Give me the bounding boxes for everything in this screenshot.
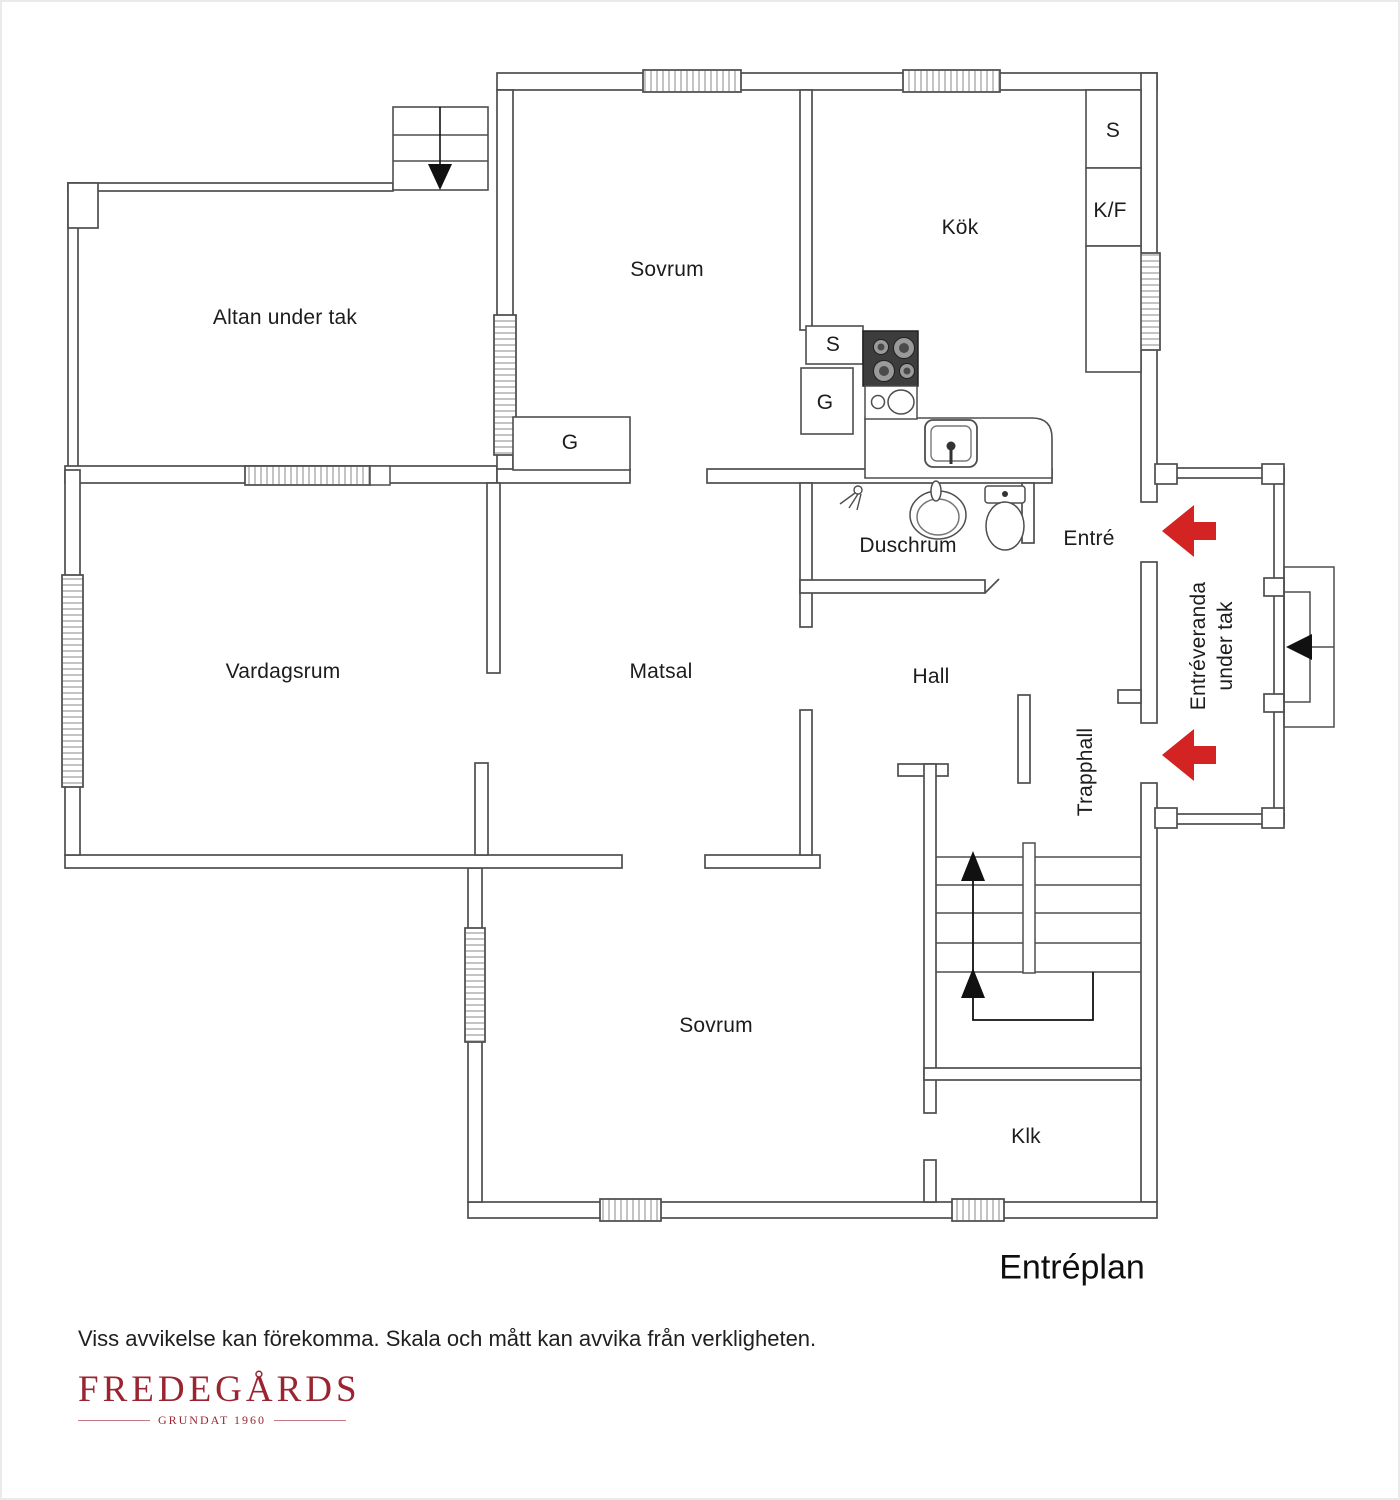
window: [1137, 252, 1161, 351]
label-s-cabinet: S: [1105, 119, 1121, 142]
entry-arrow-icon: [1162, 505, 1216, 557]
window: [902, 69, 1001, 93]
toilet-icon: [984, 485, 1026, 551]
window: [642, 69, 742, 93]
room-label-trapphall: Trapphall: [1074, 727, 1097, 817]
room-label-duschrum: Duschrum: [859, 534, 957, 557]
washbasin-icon: [909, 480, 967, 540]
window: [61, 574, 84, 788]
entry-arrows: [1162, 505, 1216, 781]
room-label-hall: Hall: [912, 665, 950, 688]
label-kf-cabinet: K/F: [1093, 199, 1127, 222]
logo-rule-left: [78, 1420, 150, 1421]
room-label-matsal: Matsal: [629, 660, 693, 683]
room-label-klk: Klk: [1011, 1125, 1041, 1148]
g-sovrum-box: [512, 416, 631, 471]
disclaimer-text: Viss avvikelse kan förekomma. Skala och …: [78, 1326, 817, 1351]
agency-logo-subtitle: GRUNDAT 1960: [157, 1413, 267, 1427]
stairs-up-arrow-icon: [961, 851, 985, 881]
steps-left-arrow-icon: [1286, 634, 1312, 660]
floor-title: Entréplan: [999, 1248, 1145, 1287]
stove-icon: [862, 330, 919, 387]
room-label-entre: Entré: [1063, 527, 1115, 550]
exterior-steps-east: [1283, 566, 1335, 728]
window: [464, 927, 486, 1043]
s-closet-box: [805, 325, 864, 365]
kitchen-sink-icon: [924, 419, 978, 468]
windows: [61, 69, 1161, 1222]
window: [493, 314, 517, 456]
interior-staircase: [936, 842, 1141, 1021]
kf-cabinet-box: [1085, 167, 1142, 247]
exterior-steps-top: [392, 106, 489, 191]
room-label-sovrum-nw: Sovrum: [630, 258, 704, 281]
stairs-walk-line: [972, 878, 1094, 1021]
shower-icon: [839, 485, 863, 511]
room-label-sovrum-s: Sovrum: [679, 1014, 753, 1037]
room-label-kok: Kök: [941, 216, 979, 239]
cabinets: [512, 89, 1142, 471]
logo-rule-right: [274, 1420, 346, 1421]
entry-arrow-icon: [1162, 729, 1216, 781]
room-label-altan: Altan under tak: [212, 306, 358, 329]
agency-logo-subtitle-row: GRUNDAT 1960: [78, 1413, 346, 1428]
stairs-up-arrow-icon: [961, 968, 985, 998]
stairs-down-arrow-icon: [428, 164, 452, 190]
window: [244, 465, 371, 486]
agency-logo: FREDEGÅRDS GRUNDAT 1960: [78, 1368, 361, 1428]
door-jamb: [369, 465, 391, 486]
room-label-entreveranda: Entréveranda under tak: [1185, 582, 1239, 710]
label-s-closet: S: [825, 333, 841, 356]
label-g-sovrum: G: [561, 431, 579, 454]
s-cabinet-box: [1085, 89, 1142, 169]
label-g-closet: G: [816, 391, 834, 414]
room-label-vardagsrum: Vardagsrum: [225, 660, 341, 683]
tall-cabinet-box: [1085, 245, 1142, 373]
prep-sink-icon: [864, 385, 918, 420]
window: [599, 1198, 662, 1222]
room-label-entreveranda-line2: under tak: [1214, 601, 1237, 691]
agency-logo-name: FREDEGÅRDS: [78, 1369, 361, 1410]
window: [951, 1198, 1005, 1222]
room-label-entreveranda-line1: Entréveranda: [1187, 581, 1210, 711]
g-closet-box: [800, 367, 854, 435]
